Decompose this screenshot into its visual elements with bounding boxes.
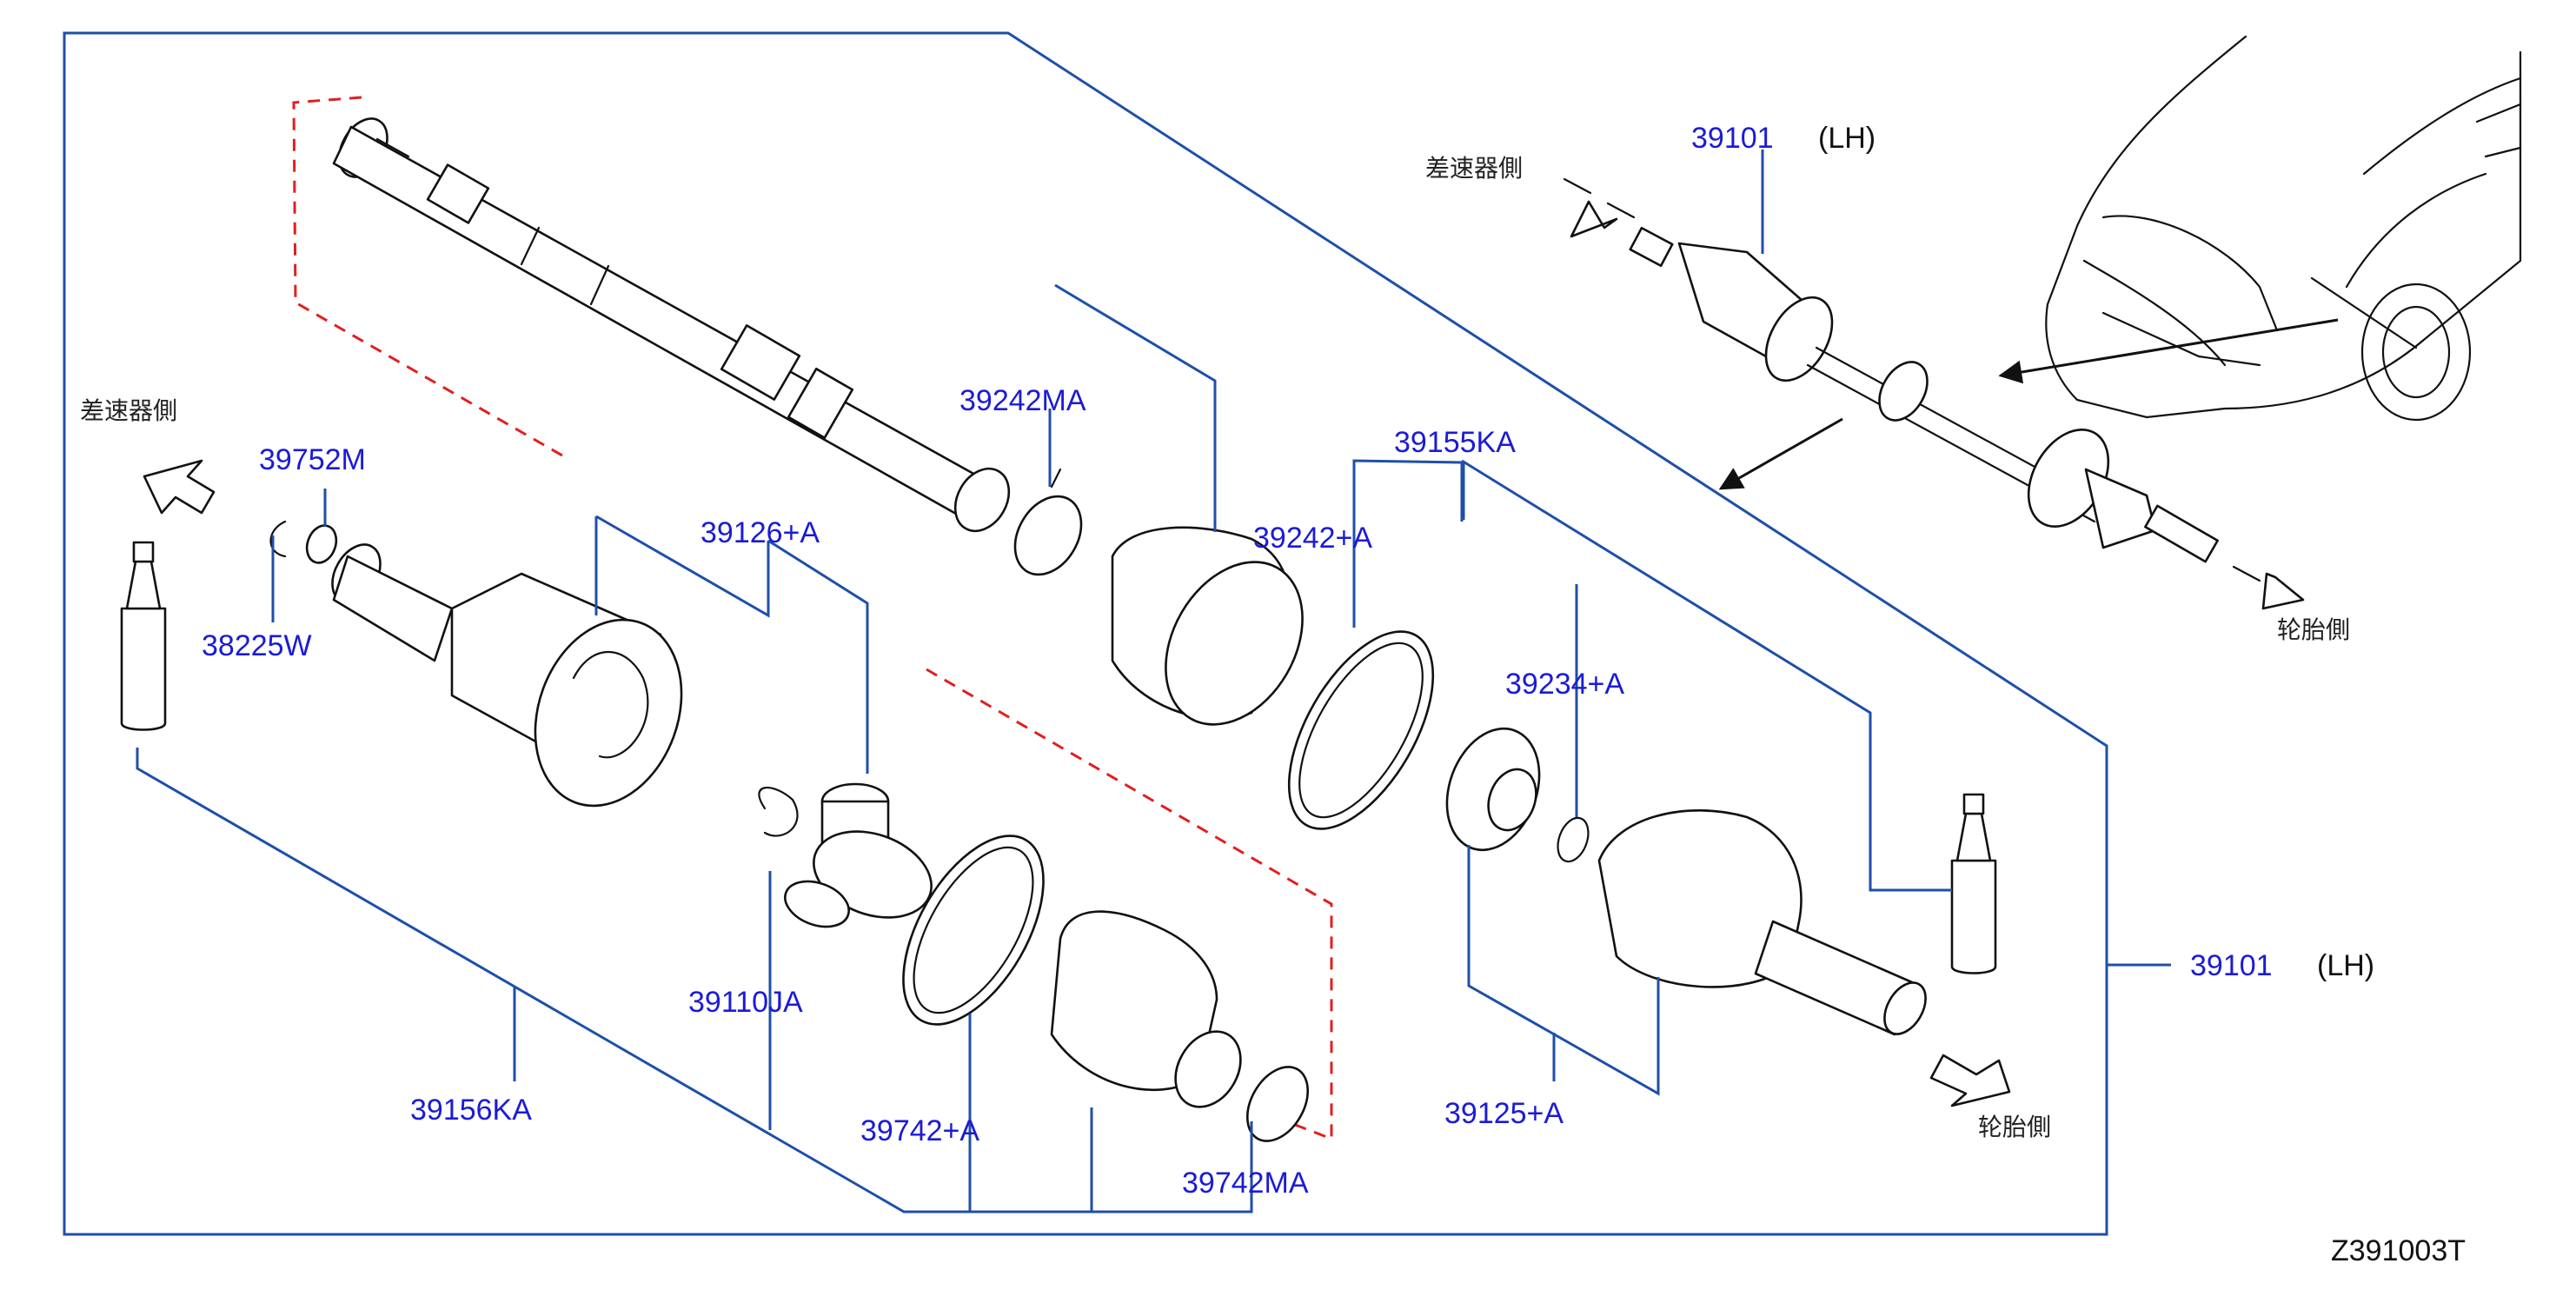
boot-outer (1111, 526, 1304, 726)
outer-joint-inner-race (1445, 727, 1541, 852)
boot-cut-line (926, 668, 1333, 1141)
snap-ring-39234A (1557, 816, 1590, 863)
callout-39242MA[interactable]: 39242MA (959, 384, 1086, 417)
drawing-code: Z391003T (2331, 1234, 2466, 1267)
callout-39155KA[interactable]: 39155KA (1394, 426, 1516, 459)
grease-tube-left (120, 541, 167, 731)
diff-side-arrow-left (143, 459, 216, 515)
inset-drive-shaft (1563, 177, 2261, 582)
callout-39101-right[interactable]: 39101 (2190, 949, 2273, 982)
callout-39101-right-lh: (LH) (2317, 949, 2374, 982)
band-39742MA (1246, 1066, 1309, 1142)
detail-pointer-arrow (1718, 417, 1843, 490)
inset-tire-arrow (2261, 572, 2305, 610)
diff-side-label-top: 差速器側 (1425, 154, 1523, 183)
callout-39110JA[interactable]: 39110JA (688, 986, 803, 1019)
callout-38225W[interactable]: 38225W (202, 629, 312, 662)
leader-lines (136, 150, 2171, 1214)
callout-39752M[interactable]: 39752M (259, 443, 366, 476)
callout-39101-top[interactable]: 39101 (1691, 122, 1774, 155)
outer-joint-housing (1597, 809, 1927, 1036)
callout-39742MA[interactable]: 39742MA (1182, 1167, 1309, 1200)
tripod-joint (758, 782, 933, 928)
tire-side-label-top: 轮胎側 (2277, 615, 2350, 644)
assembly-frame (63, 31, 2108, 1236)
washer-39752M (305, 524, 338, 564)
tire-side-label-bottom: 轮胎側 (1978, 1113, 2051, 1141)
drive-shaft (332, 117, 1011, 533)
callout-39101-top-lh: (LH) (1818, 122, 1876, 155)
diff-side-label-left: 差速器側 (80, 396, 177, 425)
band-39242MA (1013, 468, 1083, 576)
callout-39234A[interactable]: 39234+A (1505, 668, 1624, 701)
callout-39125A[interactable]: 39125+A (1444, 1097, 1564, 1130)
snap-ring-38225W (269, 520, 287, 558)
boot-inner (1050, 910, 1242, 1108)
inset-diff-arrow (1570, 200, 1618, 238)
inner-joint-housing (331, 543, 683, 808)
callout-39742A[interactable]: 39742+A (860, 1114, 979, 1147)
grease-tube-right (1950, 793, 1997, 974)
vehicle-inset (2045, 35, 2522, 422)
callout-39126A[interactable]: 39126+A (700, 516, 820, 549)
band-39242A (1287, 630, 1435, 830)
inset-pointer-arrow (1998, 318, 2339, 384)
callout-39242A[interactable]: 39242+A (1253, 522, 1372, 555)
callout-39156KA[interactable]: 39156KA (410, 1094, 532, 1127)
shaft-cut-line (292, 96, 569, 461)
tire-side-arrow-right (1929, 1054, 2011, 1107)
band-39742A (902, 835, 1045, 1026)
